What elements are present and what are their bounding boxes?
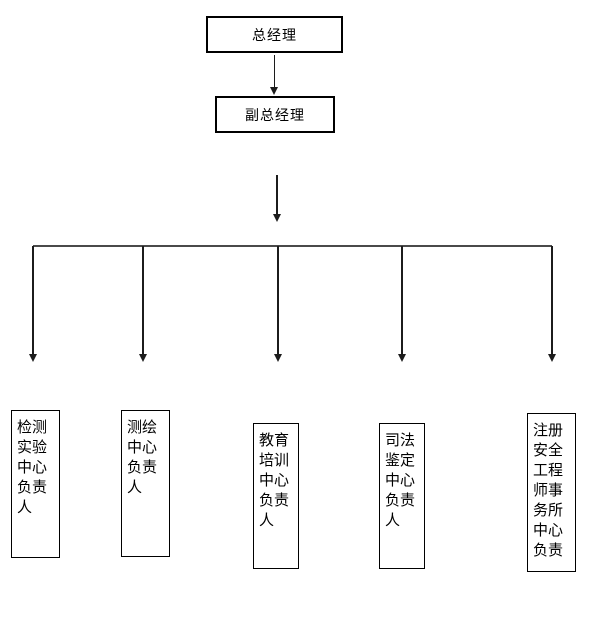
distribution-line	[33, 245, 552, 247]
node-education-training-center-manager: 教育培训中心负责人	[253, 423, 299, 569]
box-text-line: 鉴定	[385, 451, 416, 469]
arrow-shaft	[142, 246, 144, 356]
connector-arrow-branch-2	[138, 246, 148, 362]
box-text-line: 负责	[17, 478, 48, 496]
box-text-line: 注册	[533, 421, 564, 439]
box-text-line: 务所	[533, 501, 564, 519]
arrow-head-icon	[547, 354, 556, 362]
box-text-line: 负责	[127, 458, 158, 476]
box-text-line: 人	[127, 478, 143, 496]
connector-arrow-branch-3	[273, 246, 283, 362]
box-text-line: 师事	[533, 481, 564, 499]
arrow-shaft	[277, 246, 279, 356]
arrow-head-icon	[397, 354, 406, 362]
box-text-line: 实验	[17, 438, 48, 456]
box-text-line: 安全	[533, 441, 564, 459]
connector-arrow-branch-1	[28, 246, 38, 362]
box-text-line: 中心	[17, 458, 48, 476]
arrow-head-icon	[273, 354, 282, 362]
node-deputy-general-manager-label: 副总经理	[245, 107, 305, 124]
connector-arrow-deputy-to-branches	[272, 175, 282, 222]
box-text-line: 司法	[385, 431, 416, 449]
box-text-line: 人	[259, 511, 275, 529]
arrow-shaft	[551, 246, 553, 356]
box-text-line: 教育	[259, 431, 290, 449]
arrow-shaft	[401, 246, 403, 356]
node-deputy-general-manager: 副总经理	[215, 96, 335, 133]
arrow-shaft	[276, 175, 278, 216]
arrow-head-icon	[28, 354, 37, 362]
box-text-line: 负责	[385, 491, 416, 509]
box-text-line: 测绘	[127, 418, 158, 436]
box-text-line: 负责	[259, 491, 290, 509]
arrow-head-icon	[272, 214, 281, 222]
box-text-line: 中心	[533, 521, 564, 539]
arrow-shaft	[273, 55, 275, 89]
connector-arrow-root-to-deputy	[270, 55, 279, 95]
box-text-line: 培训	[259, 451, 290, 469]
box-text-line: 人	[385, 511, 401, 529]
node-surveying-center-manager: 测绘中心负责人	[121, 410, 170, 557]
arrow-head-icon	[270, 87, 278, 95]
box-text-line: 中心	[259, 471, 290, 489]
box-text-line: 人	[17, 498, 33, 516]
connector-arrow-branch-4	[397, 246, 407, 362]
node-testing-lab-center-manager: 检测实验中心负责人	[11, 410, 60, 558]
connector-arrow-branch-5	[547, 246, 557, 362]
arrow-head-icon	[138, 354, 147, 362]
box-text-line: 中心	[385, 471, 416, 489]
box-text-line: 检测	[17, 418, 48, 436]
node-judicial-appraisal-center-manager: 司法鉴定中心负责人	[379, 423, 425, 569]
box-text-line: 中心	[127, 438, 158, 456]
node-general-manager-label: 总经理	[252, 27, 297, 44]
node-general-manager: 总经理	[206, 16, 343, 53]
box-text-line: 工程	[533, 461, 564, 479]
node-registered-safety-engineer-office-center-manager: 注册安全工程师事务所中心负责	[527, 413, 576, 572]
arrow-shaft	[32, 246, 34, 356]
box-text-line: 负责	[533, 541, 564, 559]
